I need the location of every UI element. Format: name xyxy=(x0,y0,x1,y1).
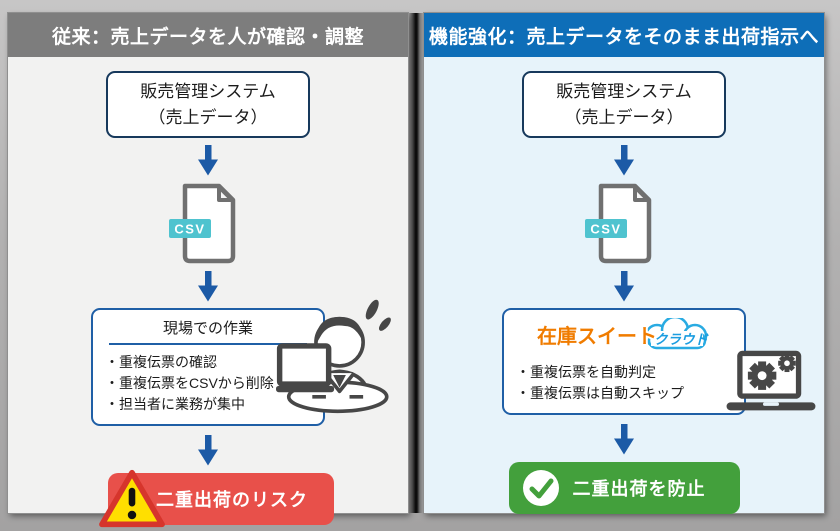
csv-badge-label: CSV xyxy=(590,222,621,237)
arrow-down-icon xyxy=(198,145,218,176)
auto-feature-item: ・重複伝票は自動スキップ xyxy=(516,385,684,401)
panel-before-body: 販売管理システム （売上データ） CSV 現場での作業 ・重複伝票の確認 xyxy=(8,57,408,528)
sales-system-line2: （売上データ） xyxy=(564,107,684,127)
arrow-down-icon xyxy=(614,145,634,176)
logo-main-text: 在庫スイート xyxy=(537,324,657,348)
sales-system-line1: 販売管理システム xyxy=(140,82,276,101)
csv-badge-label: CSV xyxy=(174,222,205,237)
risk-result-row: 二重出荷のリスク xyxy=(82,469,334,528)
sales-system-line1: 販売管理システム xyxy=(556,82,692,101)
comparison-diagram: 従来：売上データを人が確認・調整 販売管理システム （売上データ） CSV xyxy=(8,13,824,528)
arrow-down-icon xyxy=(614,424,634,455)
manual-work-item: ・担当者に業務が集中 xyxy=(105,396,245,412)
panel-before-title: 従来：売上データを人が確認・調整 xyxy=(8,13,408,57)
auto-feature-item: ・重複伝票を自動判定 xyxy=(516,364,656,380)
risk-result-box: 二重出荷のリスク xyxy=(99,469,334,528)
zaiko-suite-box: 在庫スイート クラウド ・重複伝票を自動判定 ・重複伝票は自動スキップ xyxy=(502,308,746,415)
manual-work-title: 現場での作業 xyxy=(109,317,307,345)
logo-cloud-text: クラウド xyxy=(654,332,709,347)
zaiko-suite-cloud-logo: 在庫スイート クラウド xyxy=(516,315,732,357)
panel-after-body: 販売管理システム （売上データ） CSV xyxy=(424,57,824,514)
panel-divider xyxy=(408,13,424,513)
safe-result-box: 二重出荷を防止 xyxy=(508,462,740,514)
warning-triangle-icon xyxy=(99,469,165,528)
arrow-down-icon xyxy=(198,435,218,466)
sales-system-line2: （売上データ） xyxy=(148,107,268,127)
sales-system-box: 販売管理システム （売上データ） xyxy=(106,71,310,138)
safe-result-label: 二重出荷を防止 xyxy=(572,479,706,499)
panel-after: 機能強化：売上データをそのまま出荷指示へ 販売管理システム （売上データ） CS… xyxy=(424,13,824,514)
person-at-laptop-icon xyxy=(276,299,391,414)
laptop-gears-icon xyxy=(726,350,816,411)
check-circle-icon xyxy=(522,470,559,506)
manual-work-item: ・重複伝票をCSVから削除 xyxy=(105,375,274,391)
panel-before: 従来：売上データを人が確認・調整 販売管理システム （売上データ） CSV xyxy=(8,13,408,528)
risk-result-label: 二重出荷のリスク xyxy=(156,490,308,510)
panel-after-title: 機能強化：売上データをそのまま出荷指示へ xyxy=(424,13,824,57)
arrow-down-icon xyxy=(198,271,218,302)
arrow-down-icon xyxy=(614,271,634,302)
csv-file-icon: CSV xyxy=(585,183,652,264)
csv-file-icon: CSV xyxy=(169,183,236,264)
manual-work-item: ・重複伝票の確認 xyxy=(105,354,217,370)
sales-system-box: 販売管理システム （売上データ） xyxy=(522,71,726,138)
safe-result-row: 二重出荷を防止 xyxy=(508,462,740,514)
